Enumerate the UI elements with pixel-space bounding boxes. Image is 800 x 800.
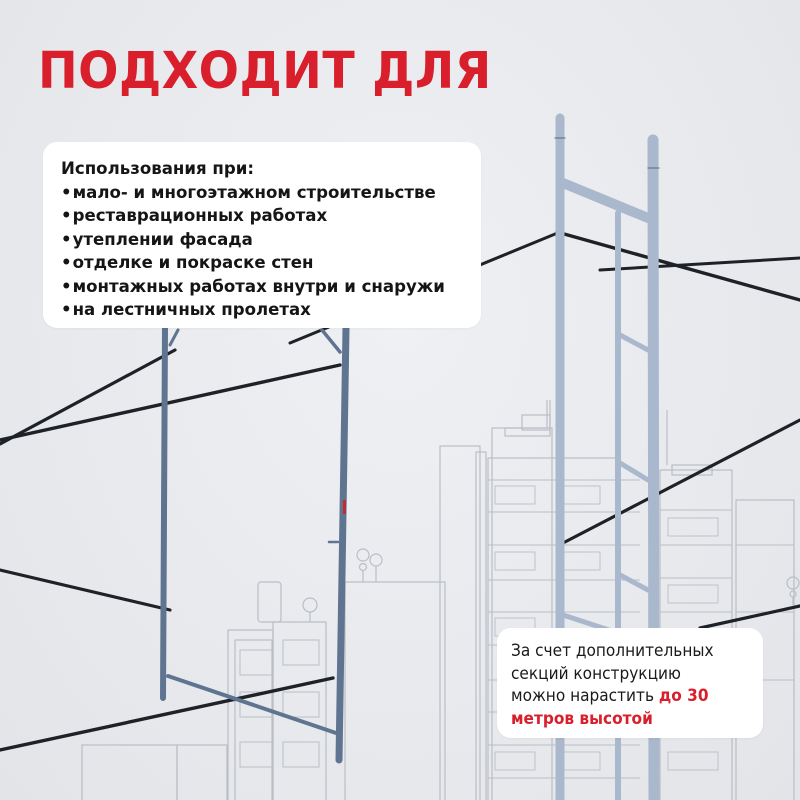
list-item: •утеплении фасада: [61, 229, 445, 253]
bullet-icon: •: [61, 182, 72, 203]
bullet-icon: •: [61, 206, 72, 226]
city-buildings: [81, 400, 800, 800]
height-highlight: метров высотой: [511, 708, 653, 728]
list-item: •монтажных работах внутри и снаружи: [61, 276, 445, 300]
uses-list: •мало- и многоэтажном строительстве •рес…: [61, 182, 445, 323]
bullet-icon: •: [61, 229, 72, 250]
list-item: •на лестничных пролетах: [61, 299, 445, 323]
list-item: •мало- и многоэтажном строительстве: [61, 182, 445, 206]
left-scaffold-frame: [160, 324, 350, 764]
uses-card: Использования при: •мало- и многоэтажном…: [43, 142, 481, 328]
bullet-icon: •: [61, 253, 72, 273]
bullet-icon: •: [61, 300, 72, 320]
list-item: •реставрационных работах: [61, 205, 445, 229]
list-item: •отделке и покраске стен: [61, 252, 445, 276]
page-title: ПОДХОДИТ ДЛЯ: [38, 42, 492, 101]
height-highlight: до 30: [658, 686, 709, 705]
height-info-text: За счет дополнительных секций конструкци…: [511, 640, 714, 730]
height-info-card: За счет дополнительных секций конструкци…: [497, 628, 763, 738]
bullet-icon: •: [61, 276, 72, 297]
uses-heading: Использования при:: [61, 159, 255, 179]
